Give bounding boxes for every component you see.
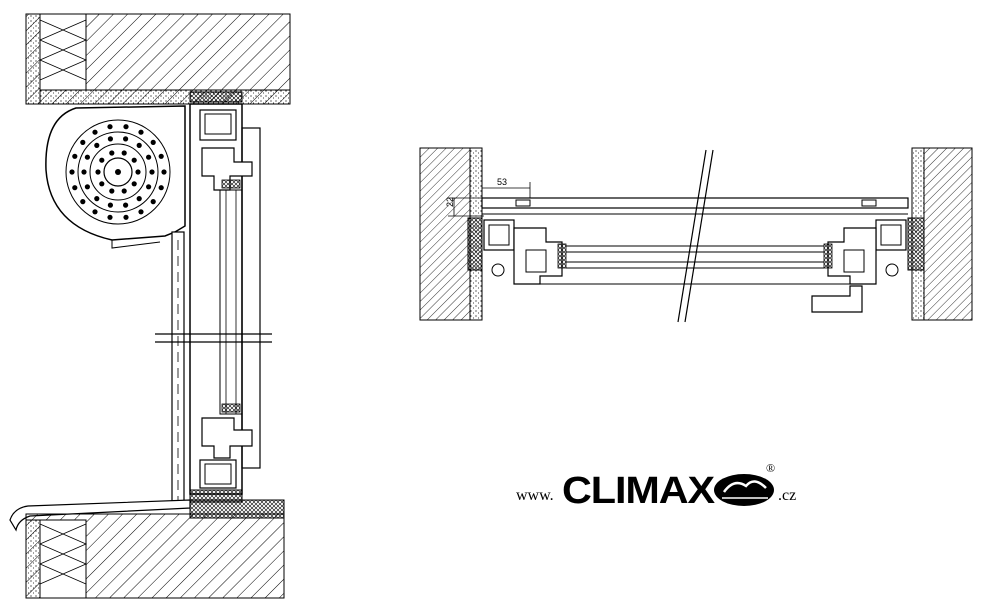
slat-dot [107, 214, 113, 220]
logo-cz-suffix: .cz [778, 487, 796, 504]
slat-dot [92, 129, 98, 135]
lintel-wall [25, 13, 291, 105]
slat-dot [109, 188, 115, 194]
slat-dot [158, 185, 164, 191]
slat-dot [69, 169, 75, 175]
slat-dot [94, 196, 100, 202]
section-break [677, 149, 714, 323]
glazing-unit [540, 245, 850, 285]
dimension-53: 53 [481, 177, 531, 198]
right-jamb-wall [907, 147, 973, 321]
right-frame-profile [823, 219, 907, 285]
vertical-section [9, 13, 291, 599]
slat-dot [135, 169, 141, 175]
slat-dot [150, 199, 156, 205]
dimension-22: 22 [445, 197, 484, 217]
slat-dot [123, 202, 129, 208]
logo-registered-mark: ® [766, 461, 775, 475]
dimension-width-label: 53 [497, 177, 507, 187]
slat-dot [80, 199, 86, 205]
climax-logo: www. CLIMAX ® .cz [516, 461, 796, 512]
slat-dot [80, 139, 86, 145]
dimension-height-label: 22 [445, 197, 455, 207]
slat-dot [72, 185, 78, 191]
window-sill [9, 499, 285, 599]
slat-dot [109, 150, 115, 156]
slat-dot [131, 181, 137, 187]
slat-dot [123, 214, 129, 220]
slat-dot [138, 129, 144, 135]
slat-dot [123, 124, 129, 130]
slat-dot [107, 202, 113, 208]
left-jamb-wall [419, 147, 483, 321]
slat-dot [84, 154, 90, 160]
slat-dot [149, 169, 155, 175]
slat-dot [123, 136, 129, 142]
logo-www-prefix: www. [516, 487, 554, 504]
slat-dot [150, 139, 156, 145]
break-line [155, 333, 272, 343]
slat-dot [138, 209, 144, 215]
slat-dot [121, 188, 127, 194]
slat-dot [136, 196, 142, 202]
slat-dot [146, 184, 152, 190]
slat-dot [107, 136, 113, 142]
window-handle [811, 285, 863, 313]
shutter-guide-horizontal [481, 197, 909, 215]
horizontal-section: 53 22 [419, 147, 973, 323]
logo-cloud-emblem [714, 474, 774, 506]
slat-dot [92, 209, 98, 215]
slat-dot [72, 153, 78, 159]
slat-dot [131, 157, 137, 163]
rolled-slats [69, 124, 167, 220]
slat-dot [146, 154, 152, 160]
slat-dot [81, 169, 87, 175]
slat-dot [161, 169, 167, 175]
slat-dot [99, 181, 105, 187]
window-frame-vertical [189, 103, 261, 503]
slat-dot [95, 169, 101, 175]
slat-dot [84, 184, 90, 190]
logo-brand-name: CLIMAX [562, 470, 716, 512]
left-frame-profile [483, 219, 567, 285]
slat-dot [107, 124, 113, 130]
shutter-box [45, 105, 186, 503]
slat-dot [158, 153, 164, 159]
slat-dot [121, 150, 127, 156]
slat-dot [99, 157, 105, 163]
slat-dot [136, 142, 142, 148]
slat-dot [94, 142, 100, 148]
